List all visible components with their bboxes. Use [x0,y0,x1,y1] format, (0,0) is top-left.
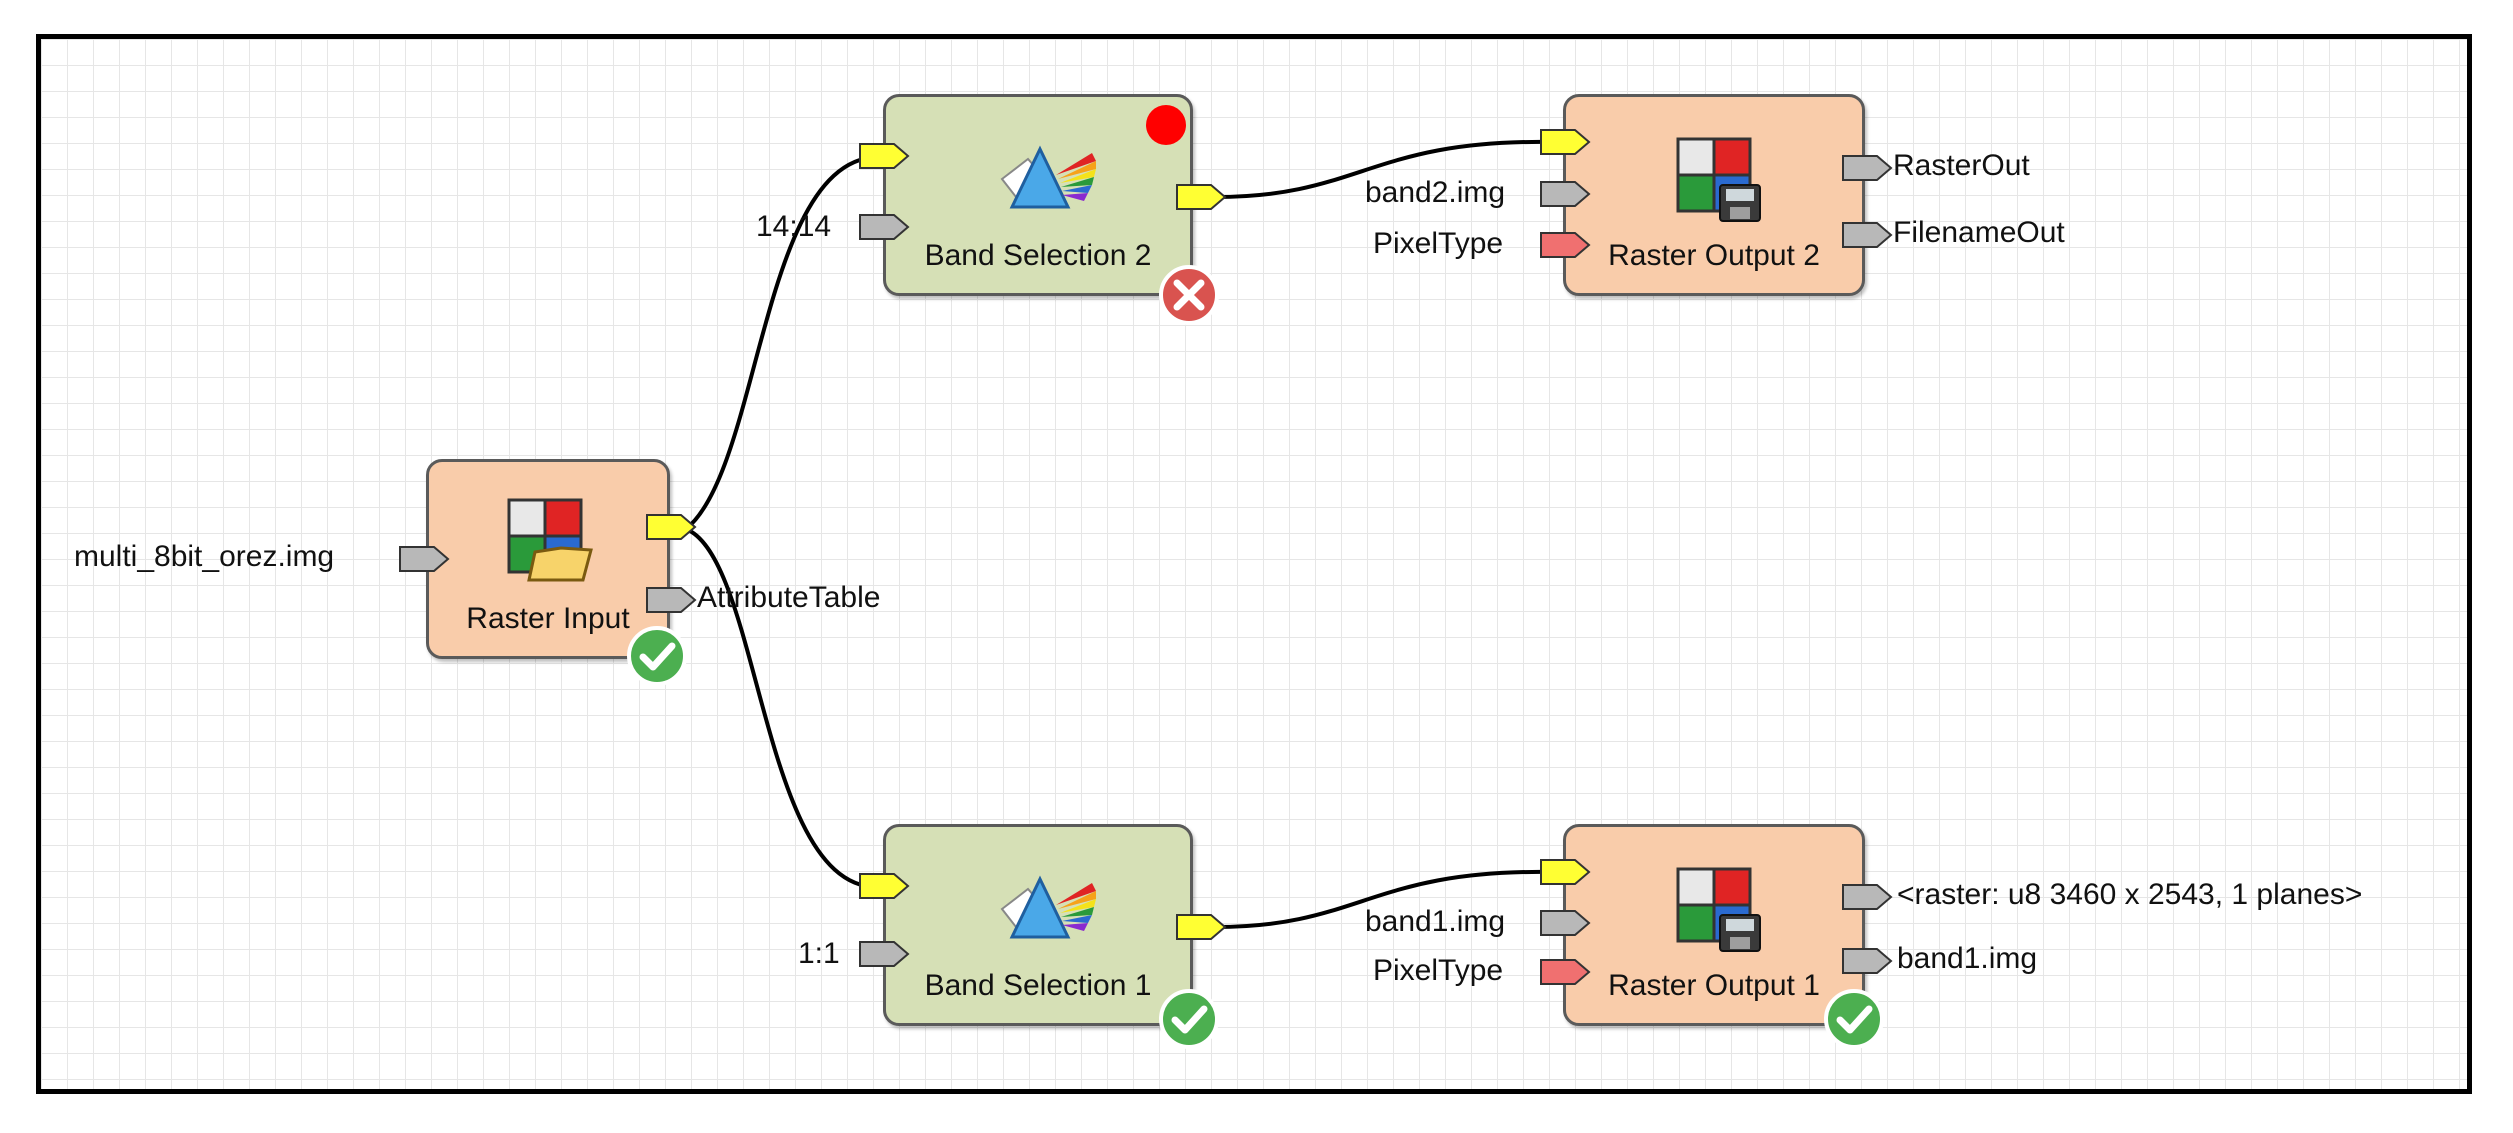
wire-band1-to-output1[interactable] [1215,869,1554,929]
model-canvas[interactable]: Raster Input multi_8bit_orez.img Attribu… [36,34,2472,1094]
raster-input-node[interactable]: Raster Input [426,459,687,686]
raster-output-1-filenameout-port[interactable] [1841,945,1893,977]
running-indicator-icon [1146,105,1186,145]
wire-input-to-band1[interactable] [685,527,879,890]
raster-output-1-rasterout-label: <raster: u8 3460 x 2543, 1 planes> [1897,878,2363,911]
raster-output-1-filename-port[interactable] [1539,907,1591,939]
band-selection-2-bands-label: 14:14 [756,210,832,243]
raster-output-1-pixeltype-label: PixelType [1373,954,1504,987]
band-selection-2-label: Band Selection 2 [924,239,1152,272]
band-selection-1-bands-port[interactable] [858,938,910,970]
raster-output-2-label: Raster Output 2 [1608,239,1820,272]
raster-output-2-rasterout-label: RasterOut [1893,149,2030,182]
raster-output-2-node[interactable]: Raster Output 2 [1563,94,1865,296]
raster-save-icon [1676,867,1761,952]
raster-output-2-filenameout-port[interactable] [1841,219,1893,251]
band-selection-1-node[interactable]: Band Selection 1 [883,824,1219,1049]
raster-output-2-filename-port[interactable] [1539,178,1591,210]
wire-band2-to-output2[interactable] [1215,139,1554,199]
band-selection-2-output-port[interactable] [1175,181,1227,213]
raster-output-1-input-port[interactable] [1539,856,1591,888]
check-icon [1159,989,1219,1049]
band-selection-1-output-port[interactable] [1175,911,1227,943]
raster-output-1-filenameout-label: band1.img [1897,942,2038,975]
raster-output-2-pixeltype-port[interactable] [1539,229,1591,261]
raster-output-2-input-port[interactable] [1539,126,1591,158]
prism-icon [1000,875,1096,939]
check-icon [627,626,687,686]
raster-output-2-pixeltype-label: PixelType [1373,227,1504,260]
wire-input-to-band2[interactable] [684,155,879,531]
raster-input-attributetable-label: AttributeTable [697,581,881,614]
band-selection-2-node[interactable]: Band Selection 2 [883,94,1219,325]
raster-output-2-filenameout-label: FilenameOut [1893,216,2065,249]
check-icon [1824,989,1884,1049]
band-selection-2-input-port[interactable] [858,140,910,172]
raster-output-1-rasterout-port[interactable] [1841,881,1893,913]
raster-input-image-port[interactable] [645,511,697,543]
band-selection-2-bands-port[interactable] [858,211,910,243]
band-selection-1-input-port[interactable] [858,870,910,902]
raster-output-1-node[interactable]: Raster Output 1 [1563,824,1884,1049]
raster-output-1-pixeltype-port[interactable] [1539,956,1591,988]
raster-output-1-label: Raster Output 1 [1608,969,1820,1002]
raster-output-1-filename-label: band1.img [1365,905,1506,938]
raster-open-icon [507,498,593,582]
connection-wires [684,139,1554,929]
raster-input-attributetable-port[interactable] [645,584,697,616]
x-icon [1159,265,1219,325]
band-selection-1-bands-label: 1:1 [798,937,840,970]
raster-input-filename-label: multi_8bit_orez.img [74,540,335,573]
prism-icon [1000,145,1096,209]
raster-output-2-rasterout-port[interactable] [1841,152,1893,184]
raster-output-2-filename-label: band2.img [1365,176,1506,209]
raster-input-label: Raster Input [466,602,630,635]
raster-save-icon [1676,137,1761,222]
band-selection-1-label: Band Selection 1 [924,969,1152,1002]
raster-input-filename-port[interactable] [398,543,450,575]
